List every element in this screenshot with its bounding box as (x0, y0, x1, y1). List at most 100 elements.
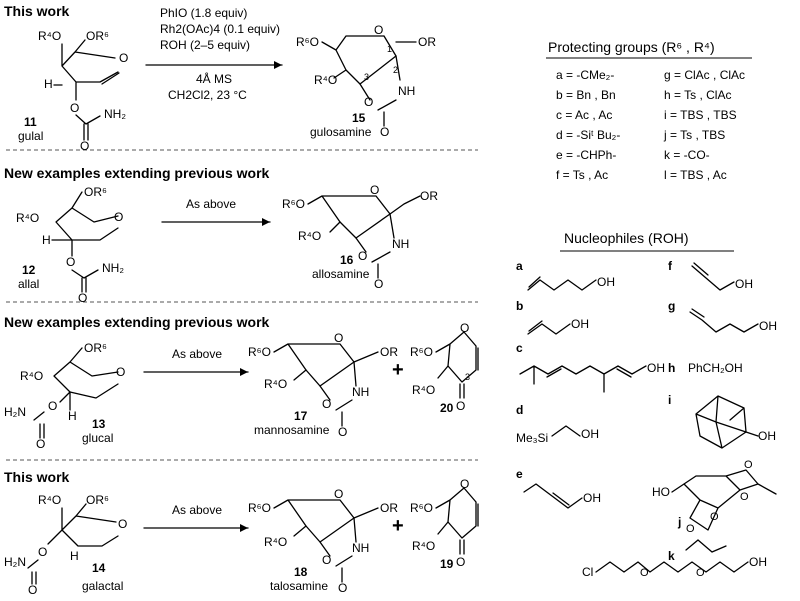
atom-label: O (322, 397, 331, 411)
table-row: e = -CHPh- (556, 148, 616, 162)
atom-label: H (44, 77, 53, 91)
atom-label: O (374, 23, 383, 37)
atom-label: O (338, 425, 347, 439)
atom-label: OR⁶ (84, 341, 107, 355)
position-label: 2 (393, 65, 398, 75)
compound-number: 19 (440, 557, 454, 571)
compound-name: gulosamine (310, 125, 372, 139)
atom-label: O (370, 183, 379, 197)
atom-label: R⁶O (296, 35, 319, 49)
nucleophile-label: a (516, 259, 523, 273)
atom-label: H₂N (4, 405, 26, 419)
atom-label: R⁶O (410, 345, 433, 359)
atom-label: O (358, 249, 367, 263)
condition-text: Rh2(OAc)4 (0.1 equiv) (160, 22, 280, 36)
atom-label: OR⁶ (86, 29, 109, 43)
nucleophile-label: i (668, 393, 671, 407)
nucleophile-label: c (516, 341, 523, 355)
table-row: i = TBS , TBS (664, 108, 737, 122)
atom-label: O (70, 101, 79, 115)
atom-label: O (460, 477, 469, 491)
atom-label: O (456, 399, 465, 413)
atom-label: O (686, 523, 695, 535)
atom-label: OH (581, 427, 599, 441)
nucleophile-label: k (668, 549, 675, 563)
compound-name: glucal (82, 431, 113, 445)
atom-label: R⁴O (298, 229, 321, 243)
atom-label: NH (352, 541, 369, 555)
atom-label: PhCH₂OH (688, 361, 743, 375)
nucleophile-label: f (668, 259, 673, 273)
atom-label: Me₃Si (516, 431, 548, 445)
atom-label: O (374, 277, 383, 291)
compound-name: allosamine (312, 267, 370, 281)
atom-label: O (338, 581, 347, 595)
atom-label: O (740, 491, 749, 503)
atom-label: O (48, 399, 57, 413)
compound-number: 18 (294, 565, 308, 579)
nucleophile-label: e (516, 467, 523, 481)
table-row: d = -Siᵗ Bu₂- (556, 128, 620, 142)
atom-label: R⁴O (38, 493, 61, 507)
table-row: g = ClAc , ClAc (664, 68, 745, 82)
panel-title: Nucleophiles (ROH) (564, 230, 688, 246)
atom-label: Cl (582, 565, 593, 579)
plus-sign: + (392, 515, 404, 537)
atom-label: O (696, 567, 705, 579)
table-row: j = Ts , TBS (663, 128, 725, 142)
position-label: 1 (387, 44, 392, 54)
atom-label: NH₂ (104, 107, 126, 121)
atom-label: OH (647, 361, 665, 375)
table-title: Protecting groups (R⁶ , R⁴) (548, 39, 715, 55)
atom-label: NH (398, 84, 415, 98)
atom-label: O (640, 567, 649, 579)
section-header-new-examples-1: New examples extending previous work (4, 165, 270, 181)
atom-label: R⁴O (16, 211, 39, 225)
atom-label: H (68, 409, 77, 423)
compound-name: gulal (18, 129, 43, 143)
atom-label: R⁴O (38, 29, 61, 43)
compound-17: R⁶O O OR R⁴O NH O O 17 mannosamine (248, 331, 398, 439)
table-row: k = -CO- (664, 148, 710, 162)
atom-label: O (80, 139, 89, 153)
atom-label: O (38, 545, 47, 559)
compound-name: talosamine (270, 579, 328, 593)
nucleophile-label: j (677, 515, 681, 529)
compound-name: allal (18, 277, 39, 291)
table-row: f = Ts , Ac (556, 168, 608, 182)
atom-label: O (78, 291, 87, 305)
atom-label: R⁴O (264, 377, 287, 391)
compound-number: 17 (294, 409, 308, 423)
reaction-arrow-4: As above (143, 503, 249, 532)
atom-label: O (744, 459, 753, 471)
section-header-this-work-2: This work (4, 469, 70, 485)
compound-14: R⁴O OR⁶ O O H H₂N O 14 galactal (4, 493, 127, 597)
atom-label: R⁴O (264, 535, 287, 549)
atom-label: R⁴O (412, 539, 435, 553)
table-row: l = TBS , Ac (664, 168, 727, 182)
atom-label: O (322, 553, 331, 567)
atom-label: OH (735, 277, 753, 291)
condition-text: As above (186, 197, 236, 211)
atom-label: R⁴O (20, 369, 43, 383)
compound-20: R⁶O O 3 R⁴O O 20 (410, 321, 479, 415)
atom-label: OR (418, 35, 436, 49)
reaction-conditions: PhIO (1.8 equiv) Rh2(OAc)4 (0.1 equiv) R… (145, 6, 283, 102)
table-row: h = Ts , ClAc (664, 88, 731, 102)
compound-19: R⁶O O R⁴O O 19 (410, 477, 479, 571)
atom-label: OH (749, 555, 767, 569)
reaction-arrow-2: As above (161, 197, 271, 226)
atom-label: OR⁶ (86, 493, 109, 507)
section-header-new-examples-2: New examples extending previous work (4, 314, 270, 330)
atom-label: R⁴O (314, 73, 337, 87)
condition-text: ROH (2–5 equiv) (160, 38, 250, 52)
atom-label: OR (380, 501, 398, 515)
atom-label: OH (758, 429, 776, 443)
atom-label: O (118, 517, 127, 531)
atom-label: OH (759, 319, 777, 333)
compound-12: OR⁶ O R⁴O H O O NH₂ 12 allal (16, 185, 124, 305)
atom-label: HO (652, 485, 670, 499)
atom-label: NH (352, 385, 369, 399)
atom-label: O (116, 365, 125, 379)
